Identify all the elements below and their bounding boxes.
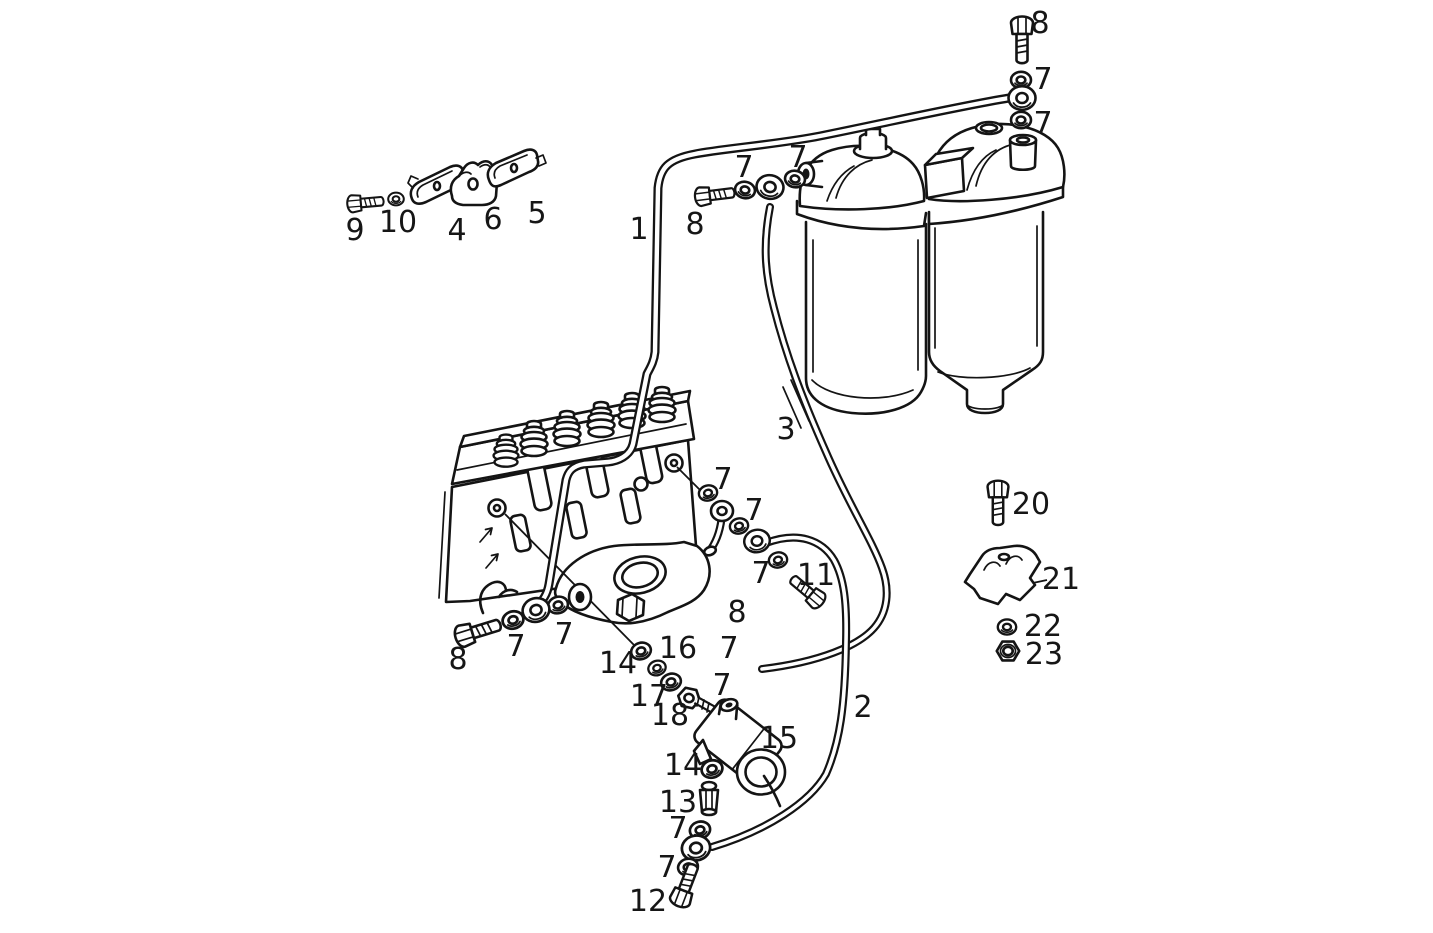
nut-23 <box>995 640 1021 662</box>
callout-17-washer: 17 <box>630 679 668 714</box>
filter-head-block <box>923 146 975 200</box>
washer-22 <box>996 618 1018 636</box>
fitting-13 <box>698 780 720 817</box>
callout-7-filter-left-a: 7 <box>734 150 753 185</box>
callout-7-return-b: 7 <box>744 493 763 528</box>
clamp-half-5 <box>486 148 547 188</box>
callout-6-clamp: 6 <box>483 202 502 237</box>
callout-16-washer: 16 <box>659 631 697 666</box>
filter-canister-right <box>927 210 1045 415</box>
callout-14-washer-b: 14 <box>664 748 702 783</box>
callout-8-solenoid: 8 <box>727 595 746 630</box>
callout-10-washer: 10 <box>379 205 417 240</box>
callout-1-pipe: 1 <box>629 212 648 247</box>
callout-7-return-a: 7 <box>713 462 732 497</box>
pump-inlet-fitting-chain <box>451 582 593 650</box>
pipe-2 <box>708 533 851 851</box>
callout-22-washer: 22 <box>1024 609 1062 644</box>
pump-hex-plug <box>615 592 646 623</box>
callout-7-filter-left-b: 7 <box>788 140 807 175</box>
lock-washer-10 <box>387 191 405 207</box>
callout-3-pipe: 3 <box>776 412 795 447</box>
callout-12-bolt: 12 <box>629 884 667 919</box>
filter-head-left-dome <box>798 144 926 211</box>
bolt-20 <box>986 479 1010 527</box>
callout-7-tr-upper: 7 <box>1033 62 1052 97</box>
callout-15-solenoid-valve: 15 <box>760 721 798 756</box>
callout-7-solenoid-b: 7 <box>712 668 731 703</box>
solenoid-inlet-boss <box>717 697 739 721</box>
elbow-fitting <box>702 499 735 557</box>
callout-13-fitting: 13 <box>659 785 697 820</box>
pump-flange-screw-left <box>487 498 507 518</box>
callout-18-nut: 18 <box>651 698 689 733</box>
pipe-1 <box>531 93 1014 611</box>
callout-8-filter-left: 8 <box>685 207 704 242</box>
pipe-clamp-group <box>345 148 547 214</box>
pump-return-chain <box>696 482 830 613</box>
pump-governor-housing <box>553 540 711 625</box>
callout-8-pump: 8 <box>448 642 467 677</box>
filter-cap-small <box>974 120 1004 136</box>
callout-7-bottom-a: 7 <box>668 811 687 846</box>
callout-7-bottom-b: 7 <box>657 850 676 885</box>
banjo-pipe-1 <box>1007 84 1037 112</box>
callout-21-clamp: 21 <box>1042 562 1080 597</box>
callout-9-bolt: 9 <box>345 213 364 248</box>
washer-7-return-c <box>766 549 790 571</box>
callout-7-return-c: 7 <box>751 556 770 591</box>
banjo-pipe-2-top <box>740 526 774 556</box>
threaded-stud <box>693 696 717 714</box>
callout-23-nut: 23 <box>1025 637 1063 672</box>
callout-7-pump-a: 7 <box>506 629 525 664</box>
pump-plug-small <box>633 476 649 492</box>
solenoid-mount-tab <box>692 738 713 766</box>
fuel-filter-assembly <box>782 120 1066 429</box>
callout-7-pump-b: 7 <box>554 617 573 652</box>
injection-pump <box>438 385 711 625</box>
callout-4-clamp: 4 <box>447 213 466 248</box>
solenoid-valve-body <box>692 697 787 808</box>
callout-5-clamp: 5 <box>527 196 546 231</box>
bracket-detail <box>479 580 519 615</box>
callout-2-pipe: 2 <box>853 690 872 725</box>
callout-7-solenoid-a: 7 <box>719 631 738 666</box>
pipe-3 <box>758 203 891 673</box>
bolt-8-filter-left <box>692 182 737 208</box>
direction-arrows <box>479 527 499 569</box>
filter-canister-left <box>804 220 928 415</box>
callout-14-washer-a: 14 <box>599 646 637 681</box>
callout-8-top-right: 8 <box>1030 6 1049 41</box>
solenoid-wire <box>762 774 782 808</box>
callout-11-bolt: 11 <box>797 558 835 593</box>
banjo-pipe-3 <box>753 171 787 203</box>
filter-cap-left <box>852 127 894 160</box>
filter-banjo-boss-right <box>1008 133 1038 172</box>
washer-7-top-b <box>1009 110 1033 130</box>
callout-7-tr-lower: 7 <box>1033 106 1052 141</box>
right-clamp-group <box>963 479 1042 662</box>
clamp-21 <box>963 544 1042 606</box>
callout-20-bolt: 20 <box>1012 487 1050 522</box>
solenoid-valve-chain <box>627 638 787 912</box>
clamp-half-4 <box>407 164 466 205</box>
